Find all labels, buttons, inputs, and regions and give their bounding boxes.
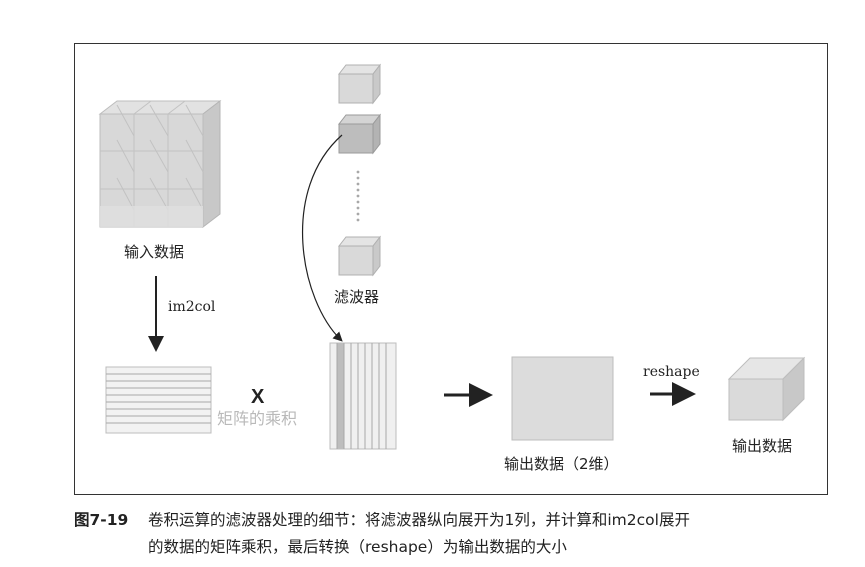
im2col-matrix xyxy=(105,366,212,434)
input-data-label: 输入数据 xyxy=(124,243,185,261)
im2col-label: im2col xyxy=(168,299,216,315)
filter-dots xyxy=(356,170,360,222)
filter-cube-2 xyxy=(337,113,382,155)
filter-cube-3 xyxy=(337,235,382,277)
figure-caption: 图7-19 卷积运算的滤波器处理的细节：将滤波器纵向展开为1列，并计算和im2co… xyxy=(74,507,844,561)
output-2d-label: 输出数据（2维） xyxy=(504,455,619,473)
output-2d-matrix xyxy=(511,356,614,441)
matrix-product-label: 矩阵的乘积 xyxy=(217,409,298,428)
caption-number: 图7-19 xyxy=(74,511,129,529)
filter-unroll-arrow xyxy=(302,134,343,342)
input-data-block xyxy=(98,99,222,229)
filter-matrix xyxy=(329,342,397,450)
filter-cube-1 xyxy=(337,63,382,105)
caption-line-2: 的数据的矩阵乘积，最后转换（reshape）为输出数据的大小 xyxy=(148,538,567,556)
output-data-label: 输出数据 xyxy=(732,437,793,455)
reshape-label: reshape xyxy=(643,364,700,380)
caption-line-1: 卷积运算的滤波器处理的细节：将滤波器纵向展开为1列，并计算和im2col展开 xyxy=(148,511,690,529)
output-data-block xyxy=(727,356,806,422)
figure-frame xyxy=(74,43,828,495)
multiply-symbol: X xyxy=(251,386,265,408)
filters-label: 滤波器 xyxy=(334,288,380,306)
